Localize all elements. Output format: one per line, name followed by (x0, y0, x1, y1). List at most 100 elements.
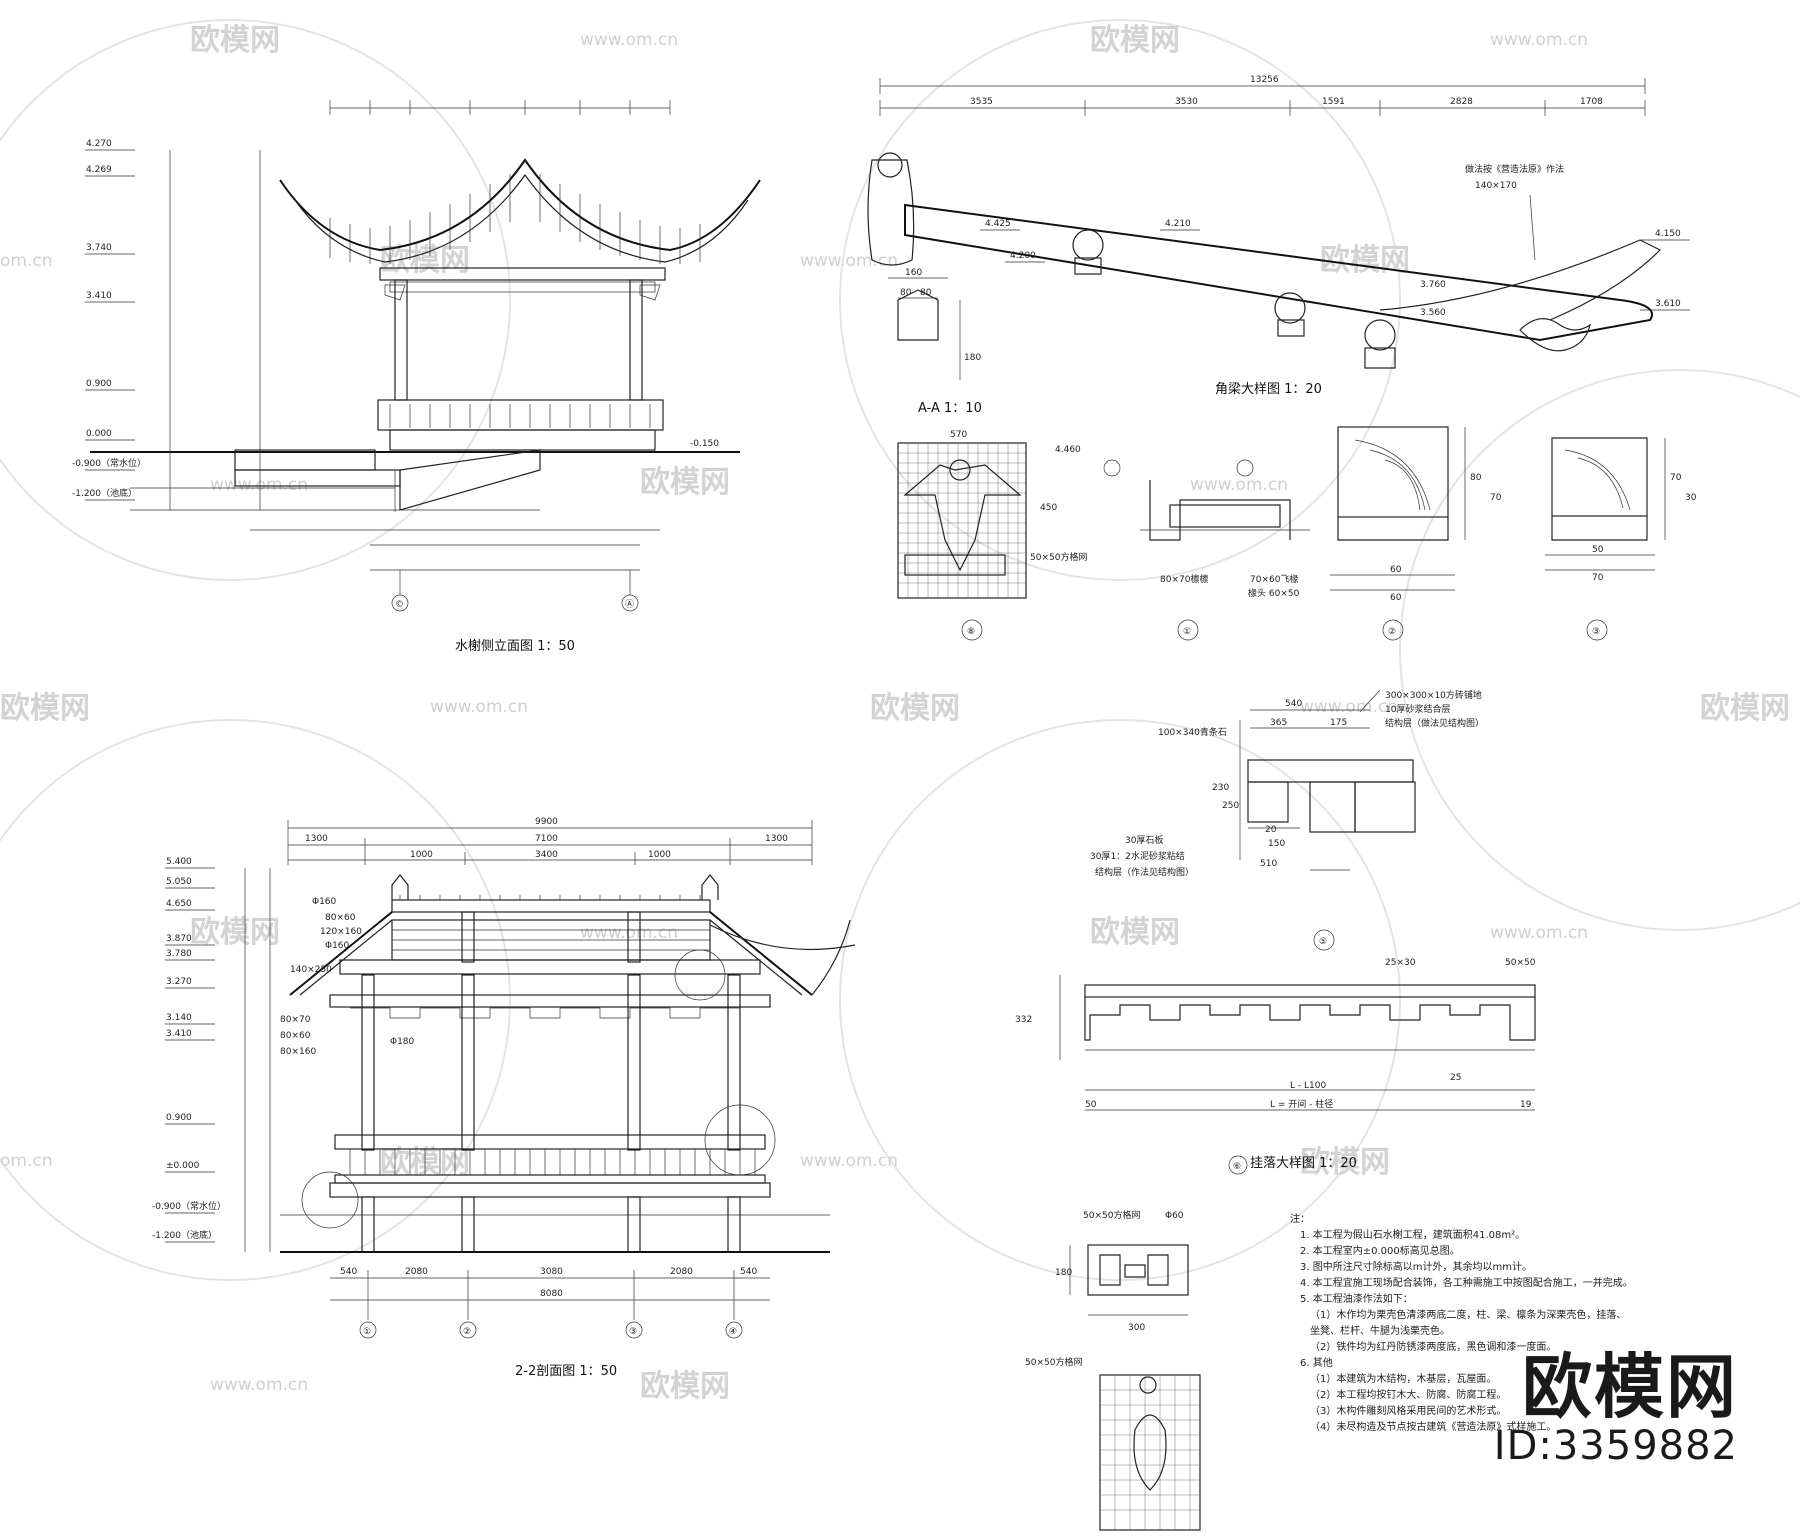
detail-5-dim: 250 (1222, 801, 1239, 811)
watermark-url: www.om.cn (1190, 475, 1288, 495)
watermark-url: www.om.cn (1490, 923, 1588, 943)
watermark-text: 欧模网 (190, 915, 280, 950)
section-22-dim: 1300 (305, 834, 328, 844)
detail-5-label: 30厚石板 (1125, 834, 1163, 846)
angle-beam-level: 4.150 (1655, 229, 1681, 239)
watermark-url: www.om.cn (800, 1151, 898, 1171)
brand-id: ID:3359882 (1493, 1423, 1738, 1469)
detail-5-label: 100×340青条石 (1158, 726, 1227, 738)
detail-6-dim: L - L100 (1290, 1081, 1326, 1091)
detail-5-dim: 20 (1265, 825, 1277, 835)
section-22-dim: 1300 (765, 834, 788, 844)
section-22-level: 5.400 (166, 857, 192, 867)
watermark-url: www.om.cn (800, 251, 898, 271)
note-line: （2）铁件均为红丹防锈漆两度底，黑色调和漆一度面。 (1310, 1340, 1556, 1353)
section-22-level: 3.870 (166, 934, 192, 944)
detail-3-drawing: 70 30 50 70 ③ (1545, 437, 1697, 641)
axis-marker: © (395, 600, 404, 610)
detail-2-dim: 80 (1470, 473, 1482, 483)
section-22-dim: 1000 (648, 850, 671, 860)
axis-marker: ④ (729, 1327, 737, 1337)
angle-beam-seg-dim: 2828 (1450, 97, 1473, 107)
detail-5-drawing: 300×300×10方砖铺地 10厚砂浆结合层 结构层（做法见结构图） 100×… (1090, 689, 1484, 951)
level-label: 4.269 (86, 165, 112, 175)
brand-logo: 欧模网 ID:3359882 (1494, 1352, 1738, 1470)
angle-beam-title: 角梁大样图 1：20 (1215, 382, 1322, 397)
watermark-url: www.om.cn (210, 1375, 308, 1395)
note-line: 注： (1290, 1212, 1310, 1225)
section-22-dim: 3080 (540, 1267, 563, 1277)
member-label: Φ160 (325, 941, 350, 951)
detail-5-label: 10厚砂浆结合层 (1385, 703, 1450, 715)
detail-8-dim: 570 (950, 430, 967, 440)
detail-7-label: 50×50方格网 (1083, 1209, 1140, 1221)
watermark-text: 欧模网 (1700, 691, 1790, 726)
detail-7-label: 50×50方格网 (1025, 1356, 1082, 1368)
detail-5-label: 300×300×10方砖铺地 (1385, 689, 1482, 701)
note-line: 3. 图中所注尺寸除标高以m计外，其余均以mm计。 (1300, 1260, 1532, 1273)
watermark-url: om.cn (0, 1151, 53, 1171)
detail-5-dim: 365 (1270, 718, 1287, 728)
detail-marker: ③ (1592, 627, 1600, 637)
watermark-text: 欧模网 (1090, 23, 1180, 58)
watermark-text: 欧模网 (640, 465, 730, 500)
detail-5-label: 结构层（作法见结构图） (1095, 866, 1194, 878)
watermark-text: 欧模网 (640, 1369, 730, 1404)
detail-7-drawing: 50×50方格网 Φ60 180 300 50×50方格网 (1025, 1209, 1201, 1531)
detail-2-dim: 70 (1490, 493, 1502, 503)
level-label: -0.150 (690, 439, 719, 449)
watermark-text: 欧模网 (1320, 243, 1410, 278)
detail-3-dim: 70 (1592, 573, 1604, 583)
axis-marker: Ⓐ (625, 599, 634, 610)
detail-1-label: 椽头 60×50 (1248, 587, 1300, 599)
angle-beam-note: 140×170 (1475, 181, 1517, 191)
detail-3-dim: 50 (1592, 545, 1604, 555)
angle-beam-small-dim: 160 (905, 268, 922, 278)
section-22-dim: 3400 (535, 850, 558, 860)
level-label: 0.900 (86, 379, 112, 389)
detail-6-dim: 25×30 (1385, 958, 1416, 968)
axis-marker: ② (463, 1327, 471, 1337)
angle-beam-small-dim: 80 (920, 288, 932, 298)
detail-1-label: 80×70檩檩 (1160, 573, 1208, 585)
watermark-url: www.om.cn (430, 697, 528, 717)
angle-beam-small-dim: 180 (964, 353, 981, 363)
angle-beam-level: 3.610 (1655, 299, 1681, 309)
watermark-text: 欧模网 (190, 23, 280, 58)
detail-5-dim: 540 (1285, 699, 1302, 709)
angle-beam-level: 4.425 (985, 219, 1011, 229)
detail-6-dim: 50 (1085, 1100, 1097, 1110)
note-line: 5. 本工程油漆作法如下： (1300, 1292, 1413, 1305)
watermark-url: www.om.cn (580, 923, 678, 943)
level-label: 3.740 (86, 243, 112, 253)
detail-marker: ② (1388, 627, 1396, 637)
detail-5-label: 结构层（做法见结构图） (1385, 717, 1484, 729)
detail-7-dim: 300 (1128, 1323, 1145, 1333)
note-line: （1）本建筑为木结构，木基层，瓦屋面。 (1310, 1372, 1496, 1385)
angle-beam-level: 3.760 (1420, 280, 1446, 290)
note-line: 2. 本工程室内±0.000标高见总图。 (1300, 1244, 1460, 1257)
section-22-drawing: 9900 7100 3400 1300 1300 1000 1000 (152, 817, 856, 1379)
section-22-dim: 8080 (540, 1289, 563, 1299)
section-22-level: 3.410 (166, 1029, 192, 1039)
level-label: -0.900（常水位） (72, 457, 146, 469)
watermark-url: www.om.cn (1300, 697, 1398, 717)
detail-6-dim: 19 (1520, 1100, 1532, 1110)
detail-marker: ⑥ (1233, 1162, 1241, 1172)
angle-beam-level: 4.200 (1010, 251, 1036, 261)
member-label: 80×60 (325, 913, 356, 923)
detail-8-dim: 450 (1040, 503, 1057, 513)
detail-2-dim: 60 (1390, 593, 1402, 603)
member-label: 140×250 (290, 965, 332, 975)
note-line: 6. 其他 (1300, 1356, 1333, 1369)
detail-6-dim: 25 (1450, 1073, 1461, 1083)
watermark-text: 欧模网 (0, 691, 90, 726)
section-22-level: 3.780 (166, 949, 192, 959)
detail-5-dim: 230 (1212, 783, 1229, 793)
section-22-level: 5.050 (166, 877, 192, 887)
detail-7-dim: 180 (1055, 1268, 1072, 1278)
angle-beam-seg-dim: 1708 (1580, 97, 1603, 107)
note-line: （1）木作均为栗壳色清漆两底二度，柱、梁、檩条为深栗壳色，挂落、 (1310, 1308, 1626, 1321)
angle-beam-seg-dim: 1591 (1322, 97, 1345, 107)
detail-1-drawing: 80×70檩檩 70×60飞椽 椽头 60×50 ① (1103, 459, 1310, 641)
